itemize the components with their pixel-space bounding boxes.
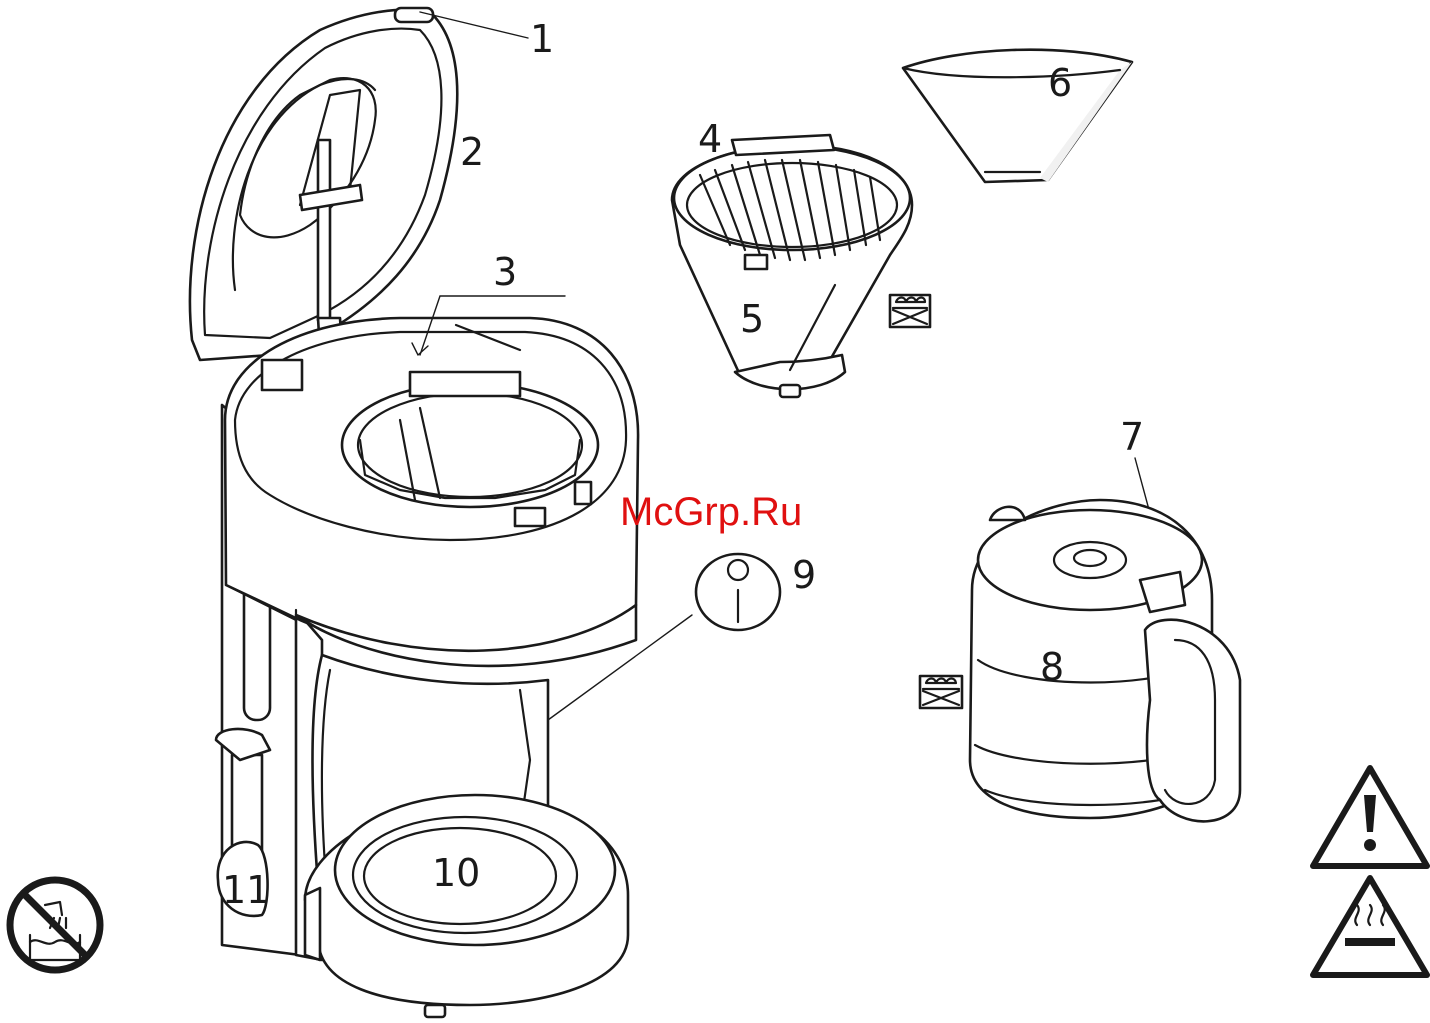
- dishwasher-safe-icon: [890, 295, 930, 327]
- callout-5: 5: [740, 297, 764, 341]
- hot-surface-icon: [1313, 878, 1427, 975]
- callout-6: 6: [1048, 61, 1072, 105]
- callout-4: 4: [698, 117, 722, 161]
- dishwasher-safe-icon: [920, 676, 962, 708]
- callout-10: 10: [432, 851, 480, 895]
- callout-3: 3: [493, 250, 517, 294]
- filter-holder-handle: [732, 135, 834, 155]
- filter-opening: [342, 383, 598, 507]
- filter-holder: [672, 135, 912, 397]
- coffee-maker-body: [190, 8, 638, 1017]
- callout-9: 9: [792, 553, 816, 597]
- no-water-immersion-icon: [10, 880, 100, 970]
- callout-8: 8: [1040, 645, 1064, 689]
- callout-1: 1: [530, 17, 554, 61]
- callout-11: 11: [222, 868, 270, 912]
- lid-handle: [395, 8, 433, 22]
- paper-filter: [903, 50, 1132, 182]
- callout-7: 7: [1120, 415, 1144, 459]
- watermark-text: McGrp.Ru: [620, 490, 802, 534]
- filter-holder-lip: [410, 372, 520, 396]
- warning-triangle-icon: [1313, 768, 1427, 866]
- callout-2: 2: [460, 130, 484, 174]
- jug: [970, 500, 1240, 821]
- jug-handle: [1145, 620, 1240, 822]
- power-switch-icon: [696, 554, 780, 630]
